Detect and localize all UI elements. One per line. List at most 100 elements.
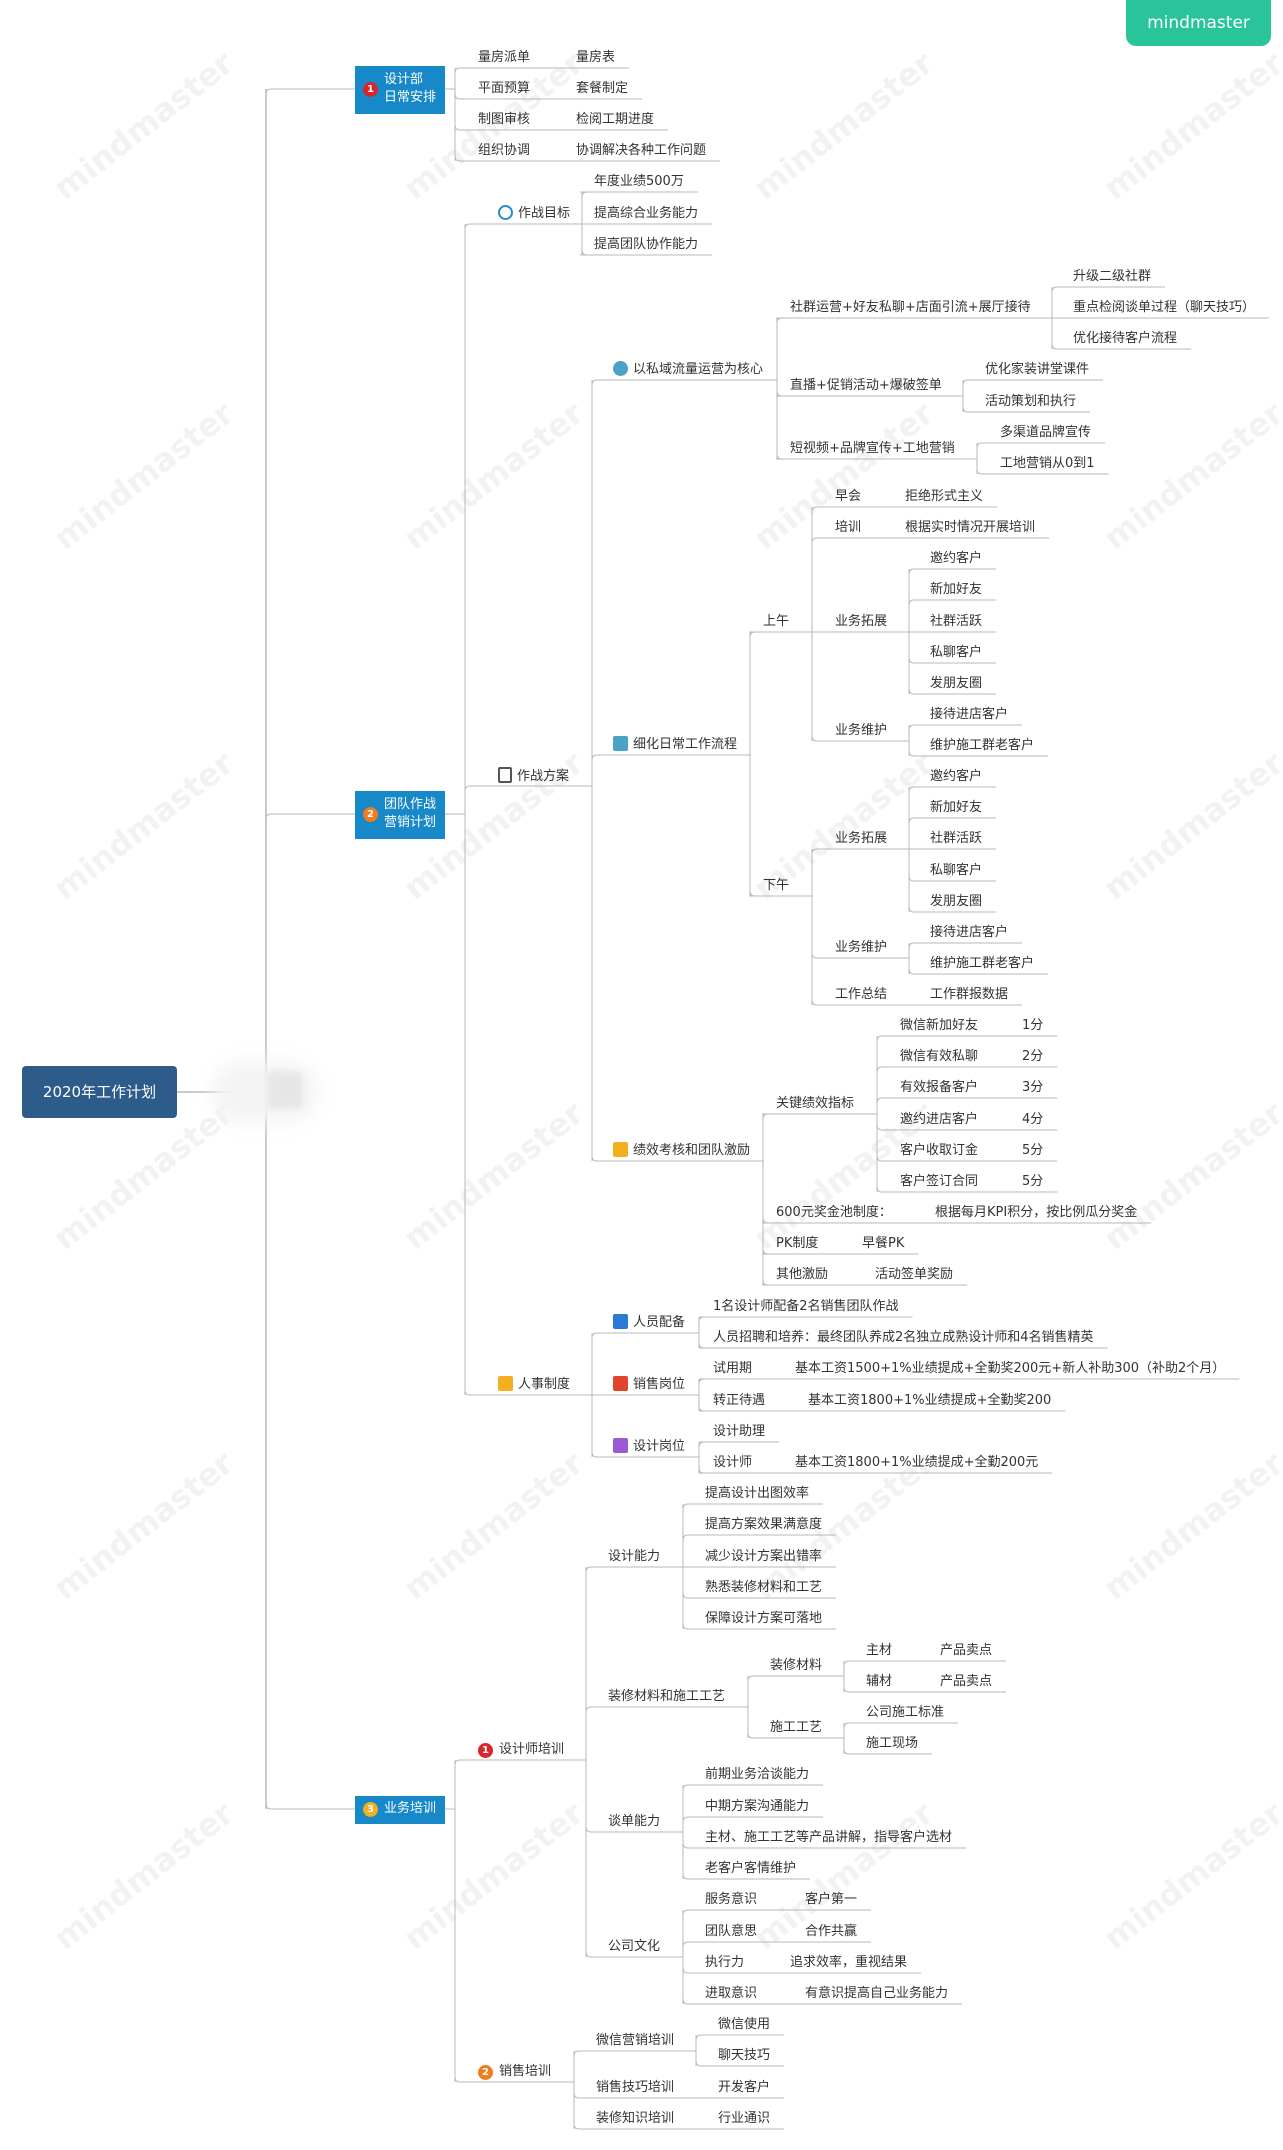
topic-j[interactable]: 600元奖金池制度： <box>776 1204 892 1222</box>
topic-g3[interactable]: 提高团队协作能力 <box>594 236 698 254</box>
topic-k4s[interactable]: 4分 <box>1022 1111 1043 1129</box>
topic-pm1e[interactable]: 发朋友圈 <box>930 893 982 911</box>
topic-p1c2[interactable]: 工地营销从0到1 <box>1000 455 1095 473</box>
topic-s1a1[interactable]: 量房表 <box>576 49 615 67</box>
topic-pk[interactable]: PK制度 <box>776 1235 818 1253</box>
topic-pm3[interactable]: 工作总结 <box>835 986 887 1004</box>
topic-wx[interactable]: 微信营销培训 <box>596 2032 674 2050</box>
topic-wx1[interactable]: 微信使用 <box>718 2016 770 2034</box>
topic-tk1[interactable]: 前期业务洽谈能力 <box>705 1766 809 1784</box>
topic-s1c1[interactable]: 检阅工期进度 <box>576 111 654 129</box>
topic-p1b2[interactable]: 活动策划和执行 <box>985 393 1076 411</box>
topic-pm2a[interactable]: 接待进店客户 <box>930 924 1008 942</box>
topic-k5s[interactable]: 5分 <box>1022 1142 1043 1160</box>
topic-p1a3[interactable]: 优化接待客户流程 <box>1073 330 1177 348</box>
topic-cc3a[interactable]: 追求效率，重视结果 <box>790 1954 907 1972</box>
topic-s1b[interactable]: 平面预算 <box>478 80 530 98</box>
topic-h2a[interactable]: 试用期 <box>713 1360 752 1378</box>
topic-k6[interactable]: 客户签订合同 <box>900 1173 978 1191</box>
topic-p1a[interactable]: 社群运营+好友私聊+店面引流+展厅接待 <box>790 299 1031 317</box>
topic-zx1[interactable]: 行业通识 <box>718 2110 770 2128</box>
topic-da2[interactable]: 提高方案效果满意度 <box>705 1516 822 1534</box>
topic-h2[interactable]: 销售岗位 <box>613 1376 685 1394</box>
topic-am3b[interactable]: 新加好友 <box>930 581 982 599</box>
topic-da1[interactable]: 提高设计出图效率 <box>705 1485 809 1503</box>
topic-k3s[interactable]: 3分 <box>1022 1079 1043 1097</box>
topic-am2[interactable]: 培训 <box>835 519 861 537</box>
topic-h3[interactable]: 设计岗位 <box>613 1438 685 1456</box>
topic-h2b[interactable]: 转正待遇 <box>713 1392 765 1410</box>
topic-pm1c[interactable]: 社群活跃 <box>930 830 982 848</box>
topic-mt1a[interactable]: 主材 <box>866 1642 892 1660</box>
topic-tk2[interactable]: 中期方案沟通能力 <box>705 1798 809 1816</box>
topic-pm1a[interactable]: 邀约客户 <box>930 768 982 786</box>
topic-p1a1[interactable]: 升级二级社群 <box>1073 268 1151 286</box>
topic-g2[interactable]: 提高综合业务能力 <box>594 205 698 223</box>
topic-cc2a[interactable]: 合作共赢 <box>805 1923 857 1941</box>
topic-mt1a1[interactable]: 产品卖点 <box>940 1642 992 1660</box>
topic-cc1[interactable]: 服务意识 <box>705 1891 757 1909</box>
topic-cc2[interactable]: 团队意思 <box>705 1923 757 1941</box>
topic-am3a[interactable]: 邀约客户 <box>930 550 982 568</box>
topic-h3b1[interactable]: 基本工资1800+1%业绩提成+全勤200元 <box>795 1454 1038 1472</box>
topic-p1c1[interactable]: 多渠道品牌宣传 <box>1000 424 1091 442</box>
root-topic[interactable]: 2020年工作计划 <box>22 1066 177 1118</box>
topic-ja[interactable]: 根据每月KPI积分，按比例瓜分奖金 <box>935 1204 1137 1222</box>
topic-am2a[interactable]: 根据实时情况开展培训 <box>905 519 1035 537</box>
topic-h2a1[interactable]: 基本工资1500+1%业绩提成+全勤奖200元+新人补助300（补助2个月） <box>795 1360 1225 1378</box>
topic-am3e[interactable]: 发朋友圈 <box>930 675 982 693</box>
topic-mt1b[interactable]: 辅材 <box>866 1673 892 1691</box>
topic-p1a2[interactable]: 重点检阅谈单过程（聊天技巧） <box>1073 299 1255 317</box>
topic-k4[interactable]: 邀约进店客户 <box>900 1111 978 1129</box>
topic-cc4a[interactable]: 有意识提高自己业务能力 <box>805 1985 948 2003</box>
topic-k[interactable]: 关键绩效指标 <box>776 1095 854 1113</box>
topic-da3[interactable]: 减少设计方案出错率 <box>705 1548 822 1566</box>
topic-am3d[interactable]: 私聊客户 <box>930 644 982 662</box>
topic-s1a[interactable]: 量房派单 <box>478 49 530 67</box>
topic-s1c[interactable]: 制图审核 <box>478 111 530 129</box>
topic-p1c[interactable]: 短视频+品牌宣传+工地营销 <box>790 440 955 458</box>
topic-pm2b[interactable]: 维护施工群老客户 <box>930 955 1034 973</box>
topic-tk[interactable]: 谈单能力 <box>608 1813 660 1831</box>
topic-k1[interactable]: 微信新加好友 <box>900 1017 978 1035</box>
topic-da4[interactable]: 熟悉装修材料和工艺 <box>705 1579 822 1597</box>
topic-h3b[interactable]: 设计师 <box>713 1454 752 1472</box>
topic-cc1a[interactable]: 客户第一 <box>805 1891 857 1909</box>
topic-s1d[interactable]: 组织协调 <box>478 142 530 160</box>
topic-pm2[interactable]: 业务维护 <box>835 939 887 957</box>
topic-s1b1[interactable]: 套餐制定 <box>576 80 628 98</box>
topic-h3a[interactable]: 设计助理 <box>713 1423 765 1441</box>
topic-tk4[interactable]: 老客户客情维护 <box>705 1860 796 1878</box>
topic-h1[interactable]: 人员配备 <box>613 1314 685 1332</box>
topic-xs1[interactable]: 开发客户 <box>718 2079 770 2097</box>
topic-cc3[interactable]: 执行力 <box>705 1954 744 1972</box>
topic-mt2b[interactable]: 施工现场 <box>866 1735 918 1753</box>
topic-p1[interactable]: 以私域流量运营为核心 <box>613 361 763 379</box>
topic-mt[interactable]: 装修材料和施工工艺 <box>608 1688 725 1706</box>
topic-p[interactable]: 作战方案 <box>498 767 569 786</box>
topic-g1[interactable]: 年度业绩500万 <box>594 173 684 191</box>
topic-am[interactable]: 上午 <box>763 613 789 631</box>
topic-am4[interactable]: 业务维护 <box>835 722 887 740</box>
topic-mt2a[interactable]: 公司施工标准 <box>866 1704 944 1722</box>
topic-tk3[interactable]: 主材、施工工艺等产品讲解，指导客户选材 <box>705 1829 952 1847</box>
topic-p1b1[interactable]: 优化家装讲堂课件 <box>985 361 1089 379</box>
topic-am4b[interactable]: 维护施工群老客户 <box>930 737 1034 755</box>
mindmaster-logo[interactable]: mindmaster <box>1126 0 1271 46</box>
topic-pka[interactable]: 早餐PK <box>862 1235 904 1253</box>
topic-h1a[interactable]: 1名设计师配备2名销售团队作战 <box>713 1298 899 1316</box>
topic-pm[interactable]: 下午 <box>763 877 789 895</box>
topic-k2[interactable]: 微信有效私聊 <box>900 1048 978 1066</box>
topic-mt1[interactable]: 装修材料 <box>770 1657 822 1675</box>
topic-mt2[interactable]: 施工工艺 <box>770 1719 822 1737</box>
topic-am1a[interactable]: 拒绝形式主义 <box>905 488 983 506</box>
topic-h2b1[interactable]: 基本工资1800+1%业绩提成+全勤奖200 <box>808 1392 1051 1410</box>
topic-da5[interactable]: 保障设计方案可落地 <box>705 1610 822 1628</box>
topic-pm3a[interactable]: 工作群报数据 <box>930 986 1008 1004</box>
topic-g[interactable]: 作战目标 <box>498 205 570 223</box>
topic-mt1b1[interactable]: 产品卖点 <box>940 1673 992 1691</box>
topic-pm1d[interactable]: 私聊客户 <box>930 862 982 880</box>
topic-pm1[interactable]: 业务拓展 <box>835 830 887 848</box>
